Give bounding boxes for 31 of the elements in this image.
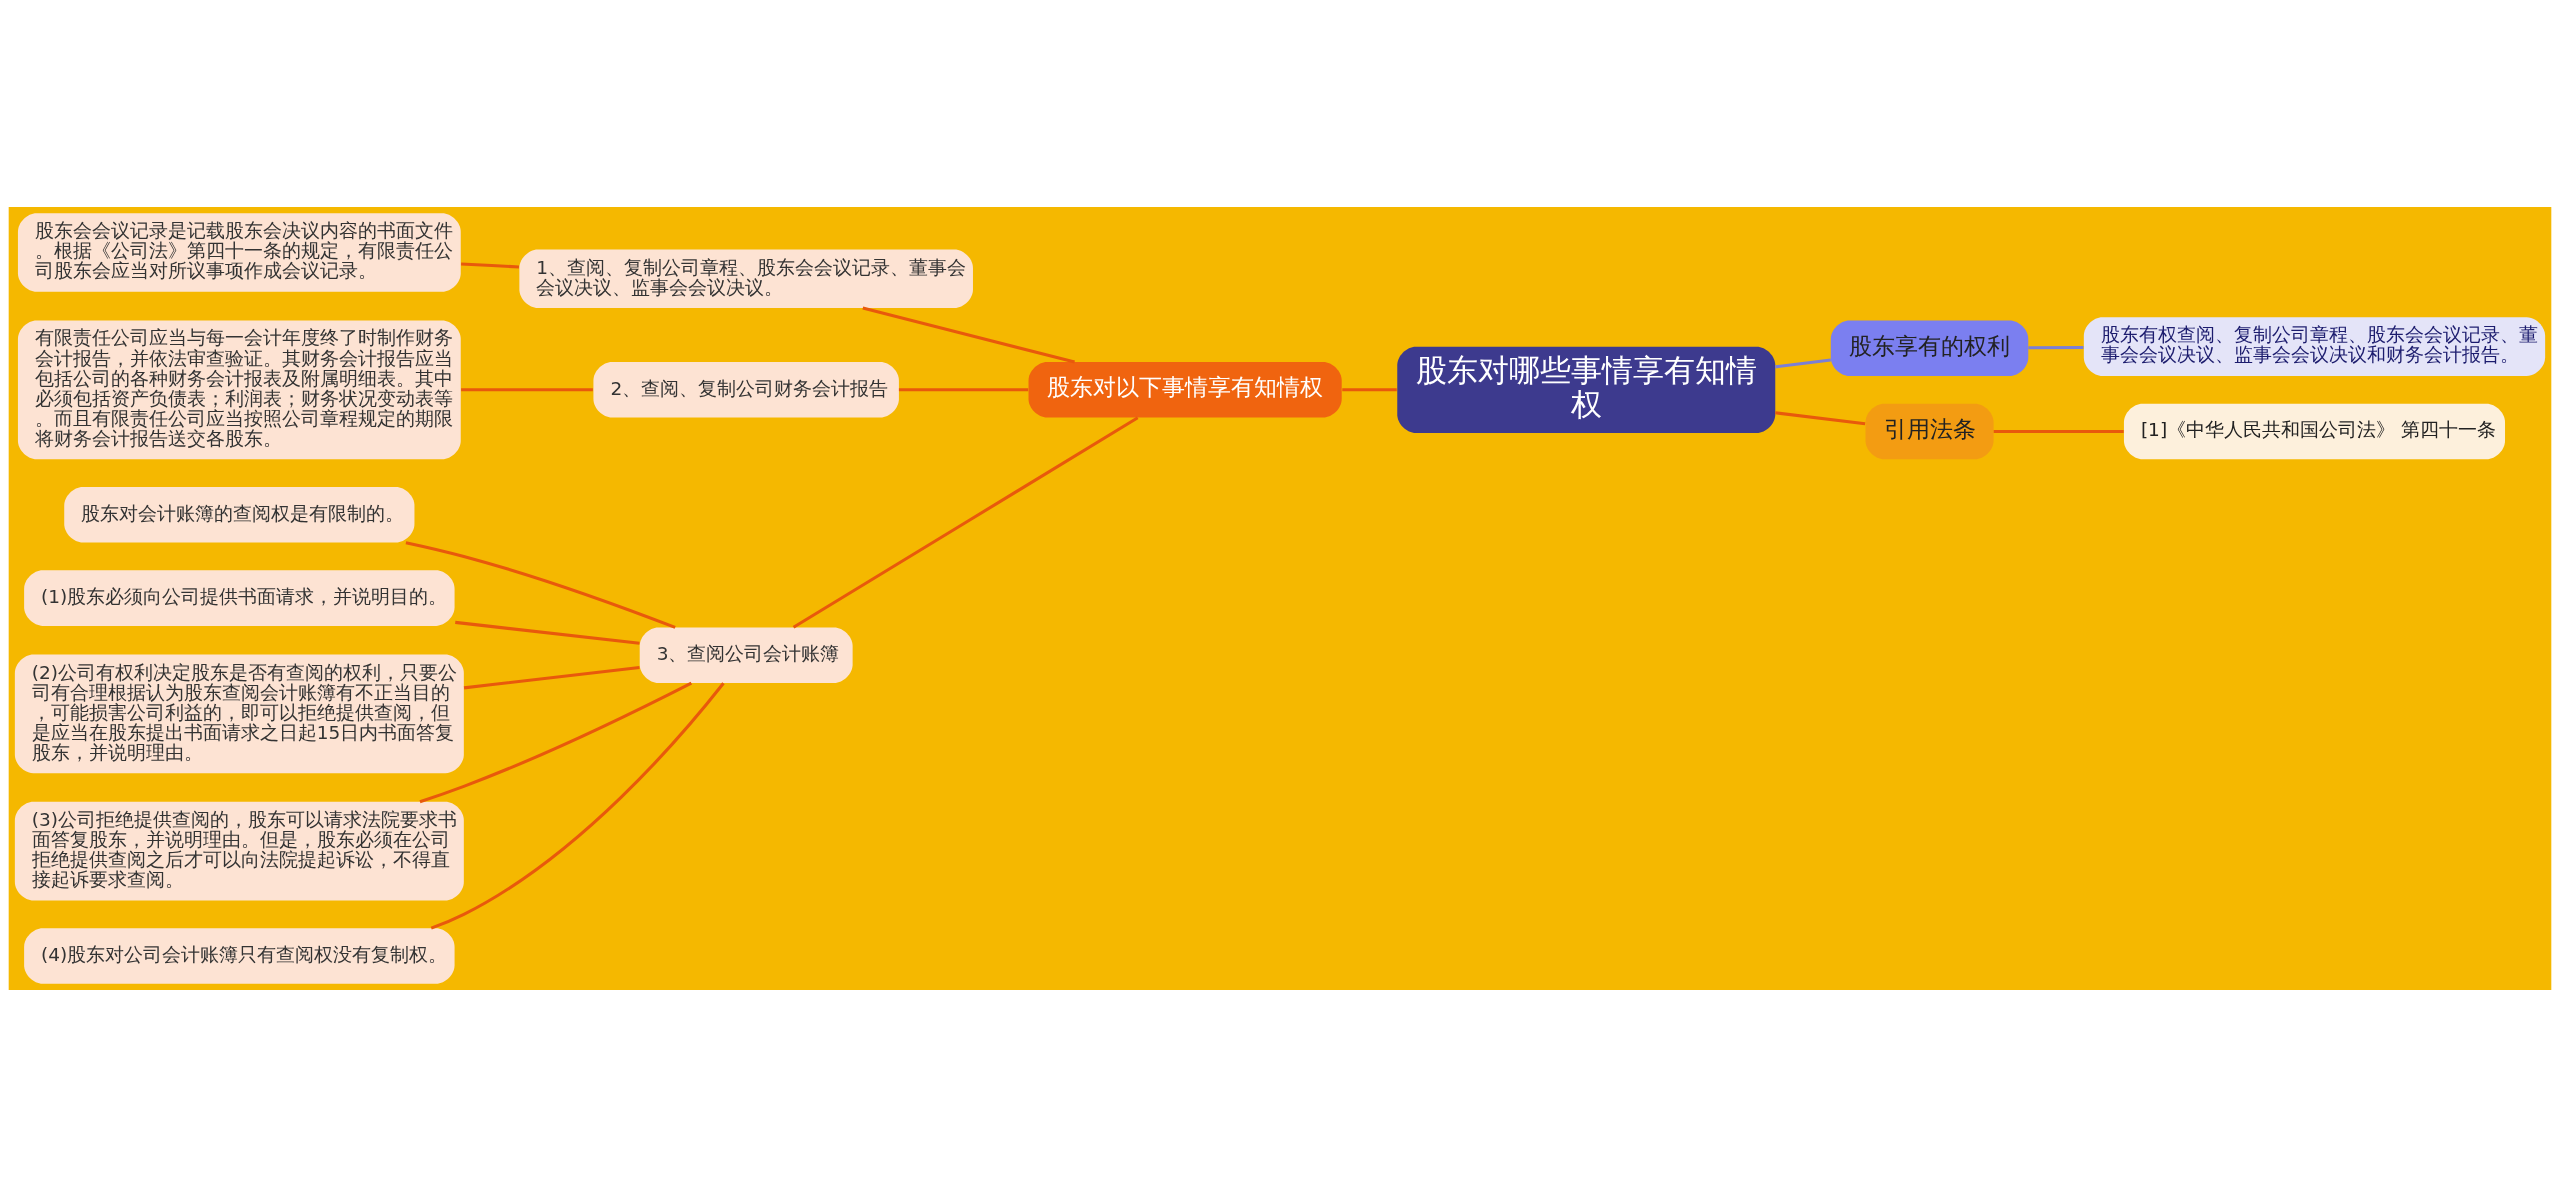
node-box: (1)股东必须向公司提供书面请求，并说明目的。 [24,570,455,626]
node-box: 有限责任公司应当与每一会计年度终了时制作财务会计报告，并依法审查验证。其财务会计报告应当包括公司的各种财务会计报表及附属明细表。其中必须包括资产负债表；利润表；财务状况变动表等。而且有限责任公司应当按照公司章程规定的期限将财务会计报告送交各股东。 [17,320,461,460]
node-box: 股东对会计账簿的查阅权是有限制的。 [64,487,415,543]
node-box: 股东对哪些事情享有知情权 [1397,346,1776,434]
node-box: 股东会会议记录是记载股东会决议内容的书面文件。根据《公司法》第四十一条的规定，有限责任公司股东会应当对所议事项作成会议记录。 [17,213,461,292]
node-box: (4)股东对公司会计账簿只有查阅权没有复制权。 [24,928,455,984]
node-box: 3、查阅公司会计账簿 [639,627,853,683]
node-box: 股东有权查阅、复制公司章程、股东会会议记录、董事会会议决议、监事会会议决议和财务会计报告。 [2083,317,2546,376]
connector [461,262,520,269]
connector [1993,429,2124,434]
connector [405,541,676,629]
connector [1775,411,1866,426]
node-box: [1]《中华人民共和国公司法》 第四十一条 [2123,403,2506,460]
node-box: 股东享有的权利 [1830,320,2029,376]
connector [792,416,1139,629]
connector [430,682,725,930]
connector [463,665,640,690]
connector [419,681,693,804]
connector [2028,346,2084,350]
node-box: 股东对以下事情享有知情权 [1028,362,1342,418]
connector [461,388,593,392]
node-box: (3)公司拒绝提供查阅的，股东可以请求法院要求书面答复股东，并说明理由。但是，股东必须在公司拒绝提供查阅之后才可以向法院提起诉讼，不得直接起诉要求查阅。 [14,801,464,901]
connector [1342,388,1397,392]
connector [898,388,1029,392]
connector [1775,358,1831,369]
connector [455,620,640,645]
node-box: 2、查阅、复制公司财务会计报告 [593,362,899,418]
node-box: 1、查阅、复制公司章程、股东会会议记录、董事会会议决议、监事会会议决议。 [519,249,973,309]
connector [862,306,1075,364]
node-box: (2)公司有权利决定股东是否有查阅的权利，只要公司有合理根据认为股东查阅会计账簿有不正当目的，可能损害公司利益的，即可以拒绝提供查阅，但是应当在股东提出书面请求之日起15日内书面答复股东，并说明理由。 [14,654,464,774]
node-box: 引用法条 [1865,403,1994,460]
